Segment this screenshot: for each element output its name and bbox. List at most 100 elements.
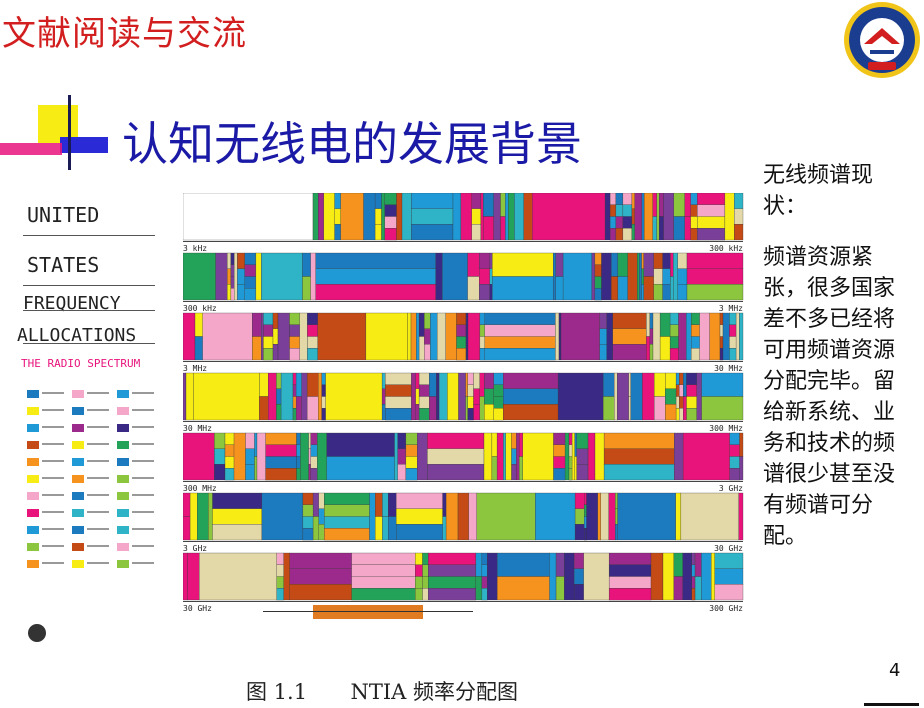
allocation-block bbox=[310, 468, 318, 481]
allocation-block bbox=[665, 372, 677, 389]
legend-swatch bbox=[27, 458, 39, 466]
allocation-block bbox=[697, 228, 726, 241]
allocation-block bbox=[428, 552, 477, 565]
allocation-block bbox=[208, 492, 213, 541]
allocation-block bbox=[652, 312, 661, 361]
allocation-block bbox=[555, 252, 564, 277]
allocation-block bbox=[574, 432, 577, 457]
allocation-block bbox=[396, 193, 403, 241]
legend-swatch bbox=[27, 407, 39, 415]
legend-swatch bbox=[117, 509, 129, 517]
legend-swatch bbox=[117, 424, 129, 432]
allocation-block bbox=[302, 528, 314, 541]
allocation-block bbox=[481, 552, 488, 565]
allocation-block bbox=[696, 372, 702, 421]
legend-swatch-label bbox=[42, 460, 64, 462]
allocation-block bbox=[711, 552, 716, 601]
allocation-block bbox=[300, 432, 309, 481]
allocation-block bbox=[307, 312, 318, 325]
allocation-block bbox=[479, 312, 485, 325]
legend-swatch-label bbox=[132, 477, 154, 479]
legend-swatch bbox=[117, 492, 129, 500]
allocation-block bbox=[417, 432, 428, 481]
allocation-block bbox=[669, 336, 679, 349]
allocation-block bbox=[709, 312, 721, 361]
allocation-block bbox=[564, 432, 570, 481]
allocation-block bbox=[586, 492, 598, 541]
allocation-block bbox=[683, 372, 687, 397]
allocation-block bbox=[479, 348, 485, 361]
allocation-block bbox=[679, 396, 684, 409]
allocation-block bbox=[675, 372, 680, 385]
allocation-block bbox=[652, 216, 657, 241]
allocation-block bbox=[653, 252, 663, 269]
band-axis bbox=[183, 601, 743, 602]
legend-rule bbox=[23, 285, 155, 286]
allocation-block bbox=[603, 448, 675, 465]
allocation-block bbox=[483, 432, 493, 481]
legend-swatch bbox=[117, 475, 129, 483]
allocation-block bbox=[456, 312, 467, 325]
allocation-block bbox=[631, 193, 635, 209]
allocation-block bbox=[739, 312, 744, 361]
allocation-block bbox=[212, 524, 263, 541]
allocation-block bbox=[555, 552, 565, 577]
allocation-block bbox=[263, 348, 274, 361]
allocation-block bbox=[445, 312, 457, 361]
allocation-block bbox=[194, 336, 203, 361]
allocation-block bbox=[384, 193, 397, 205]
allocation-block bbox=[680, 492, 739, 541]
legend-swatch-label bbox=[42, 409, 64, 411]
allocation-block bbox=[302, 276, 311, 301]
allocation-block bbox=[493, 396, 504, 409]
allocation-block bbox=[484, 312, 556, 325]
allocation-block bbox=[576, 464, 589, 481]
allocation-block bbox=[615, 193, 624, 205]
allocation-block bbox=[670, 276, 674, 301]
allocation-block bbox=[245, 448, 255, 465]
allocation-block bbox=[405, 444, 418, 457]
allocation-block bbox=[458, 372, 466, 421]
allocation-block bbox=[324, 492, 370, 505]
legend-swatch-label bbox=[132, 528, 154, 530]
allocation-block bbox=[473, 372, 480, 389]
allocation-block bbox=[719, 348, 724, 361]
allocation-block bbox=[405, 468, 418, 481]
allocation-block bbox=[603, 432, 675, 449]
allocation-block bbox=[224, 468, 235, 481]
allocation-block bbox=[256, 432, 266, 481]
allocation-block bbox=[686, 268, 744, 285]
allocation-block bbox=[675, 408, 680, 421]
allocation-block bbox=[272, 328, 279, 345]
side-heading: 无线频谱现状： bbox=[763, 163, 874, 219]
allocation-block bbox=[296, 432, 301, 445]
allocation-block bbox=[500, 216, 506, 241]
allocation-block bbox=[276, 388, 282, 405]
allocation-block bbox=[564, 552, 575, 601]
allocation-block bbox=[429, 372, 437, 397]
band-start-label: 3 GHz bbox=[183, 544, 207, 553]
allocation-block bbox=[612, 312, 647, 329]
allocation-block bbox=[628, 372, 631, 397]
allocation-block bbox=[214, 432, 226, 449]
allocation-block bbox=[317, 312, 367, 361]
allocation-block bbox=[422, 564, 429, 577]
figure-caption: 图 1.1 NTIA 频率分配图 bbox=[246, 676, 518, 706]
allocation-block bbox=[690, 228, 698, 241]
band-end-label: 3 GHz bbox=[719, 484, 743, 493]
allocation-block bbox=[734, 208, 744, 225]
allocation-block bbox=[662, 552, 675, 601]
allocation-block bbox=[289, 552, 352, 569]
allocation-block bbox=[634, 193, 642, 241]
allocation-block bbox=[396, 524, 443, 541]
allocation-block bbox=[428, 564, 477, 577]
allocation-block bbox=[479, 252, 490, 269]
legend-swatch bbox=[72, 390, 84, 398]
allocation-block bbox=[641, 268, 644, 285]
allocation-block bbox=[315, 268, 436, 285]
allocation-block bbox=[334, 224, 341, 241]
allocation-block bbox=[489, 284, 493, 301]
allocation-block bbox=[606, 312, 613, 361]
allocation-block bbox=[519, 432, 524, 457]
